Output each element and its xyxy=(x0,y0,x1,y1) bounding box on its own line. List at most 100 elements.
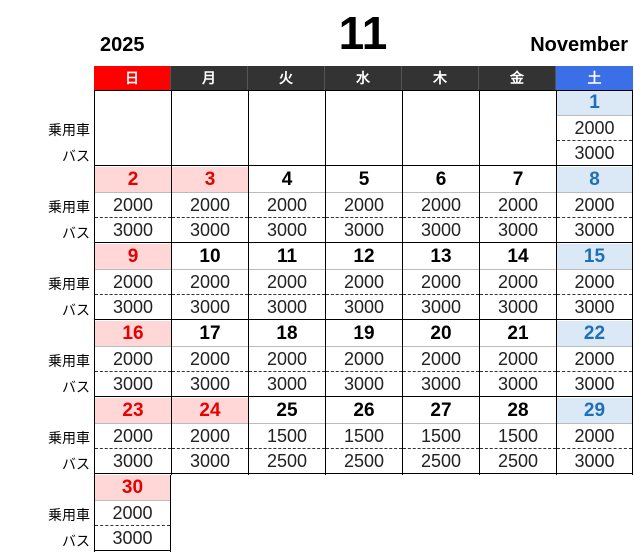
car-price: 2000 xyxy=(95,424,171,449)
day-number: 29 xyxy=(557,398,632,424)
day-number: 16 xyxy=(95,321,171,347)
bus-price: 3000 xyxy=(95,218,171,243)
weekday-header-sun: 日 xyxy=(94,66,171,90)
bus-price xyxy=(249,141,325,166)
bus-price xyxy=(326,141,402,166)
day-number: 3 xyxy=(172,167,248,193)
car-price xyxy=(326,116,402,141)
bus-row-label: バス xyxy=(62,148,90,164)
day-number: 8 xyxy=(557,167,632,193)
bus-price: 2500 xyxy=(326,449,402,474)
car-price: 2000 xyxy=(95,270,171,295)
day-number: 21 xyxy=(480,321,556,347)
bus-price: 2500 xyxy=(403,449,479,474)
day-number: 20 xyxy=(403,321,479,347)
empty-day-cell xyxy=(248,90,325,167)
weekday-header-thu: 木 xyxy=(402,66,479,90)
bus-price: 3000 xyxy=(557,218,632,243)
bus-price: 3000 xyxy=(403,372,479,397)
bus-price xyxy=(95,141,171,166)
empty-day-cell xyxy=(171,90,248,167)
bus-row-label: バス xyxy=(62,456,90,472)
day-number: 12 xyxy=(326,244,402,270)
weekday-header-fri: 金 xyxy=(479,66,556,90)
car-price: 2000 xyxy=(326,193,402,218)
day-number: 7 xyxy=(480,167,556,193)
car-price: 2000 xyxy=(95,347,171,372)
bus-price xyxy=(480,141,556,166)
day-number: 15 xyxy=(557,244,632,270)
bus-price: 3000 xyxy=(557,372,632,397)
day-number: 24 xyxy=(172,398,248,424)
car-row-label: 乗用車 xyxy=(48,276,90,292)
weekday-header-wed: 水 xyxy=(325,66,402,90)
car-price: 1500 xyxy=(403,424,479,449)
weekday-header-tue: 火 xyxy=(248,66,325,90)
bus-price: 3000 xyxy=(480,295,556,320)
day-number: 5 xyxy=(326,167,402,193)
car-row-label: 乗用車 xyxy=(48,353,90,369)
car-price: 2000 xyxy=(557,193,632,218)
car-row-label: 乗用車 xyxy=(48,122,90,138)
car-price: 2000 xyxy=(172,424,248,449)
month-number: 11 xyxy=(338,7,388,59)
day-number: 9 xyxy=(95,244,171,270)
bus-price: 3000 xyxy=(326,372,402,397)
day-number: 19 xyxy=(326,321,402,347)
car-price: 2000 xyxy=(557,424,632,449)
bus-price: 3000 xyxy=(403,295,479,320)
day-number: 25 xyxy=(249,398,325,424)
empty-day-cell xyxy=(479,90,556,167)
weekday-header-sat: 土 xyxy=(556,66,633,90)
day-number: 4 xyxy=(249,167,325,193)
bus-price: 3000 xyxy=(480,218,556,243)
bus-price: 3000 xyxy=(95,526,170,551)
car-price: 2000 xyxy=(249,347,325,372)
car-price xyxy=(95,116,171,141)
car-price xyxy=(480,116,556,141)
empty-day-cell xyxy=(402,90,479,167)
day-number: 17 xyxy=(172,321,248,347)
car-price: 2000 xyxy=(172,270,248,295)
car-price: 2000 xyxy=(172,193,248,218)
bus-price: 3000 xyxy=(172,218,248,243)
day-number: 22 xyxy=(557,321,632,347)
bus-price: 3000 xyxy=(326,295,402,320)
car-price: 2000 xyxy=(249,193,325,218)
car-row-label: 乗用車 xyxy=(48,507,90,523)
day-number: 18 xyxy=(249,321,325,347)
bus-row-label: バス xyxy=(62,533,90,549)
bus-price: 3000 xyxy=(326,218,402,243)
car-price xyxy=(172,116,248,141)
year-label: 2025 xyxy=(100,34,145,56)
day-number: 27 xyxy=(403,398,479,424)
weekday-header-row: 日 月 火 水 木 金 土 xyxy=(94,66,633,90)
car-price: 2000 xyxy=(480,270,556,295)
day-number: 13 xyxy=(403,244,479,270)
car-price: 2000 xyxy=(249,270,325,295)
day-number: 23 xyxy=(95,398,171,424)
